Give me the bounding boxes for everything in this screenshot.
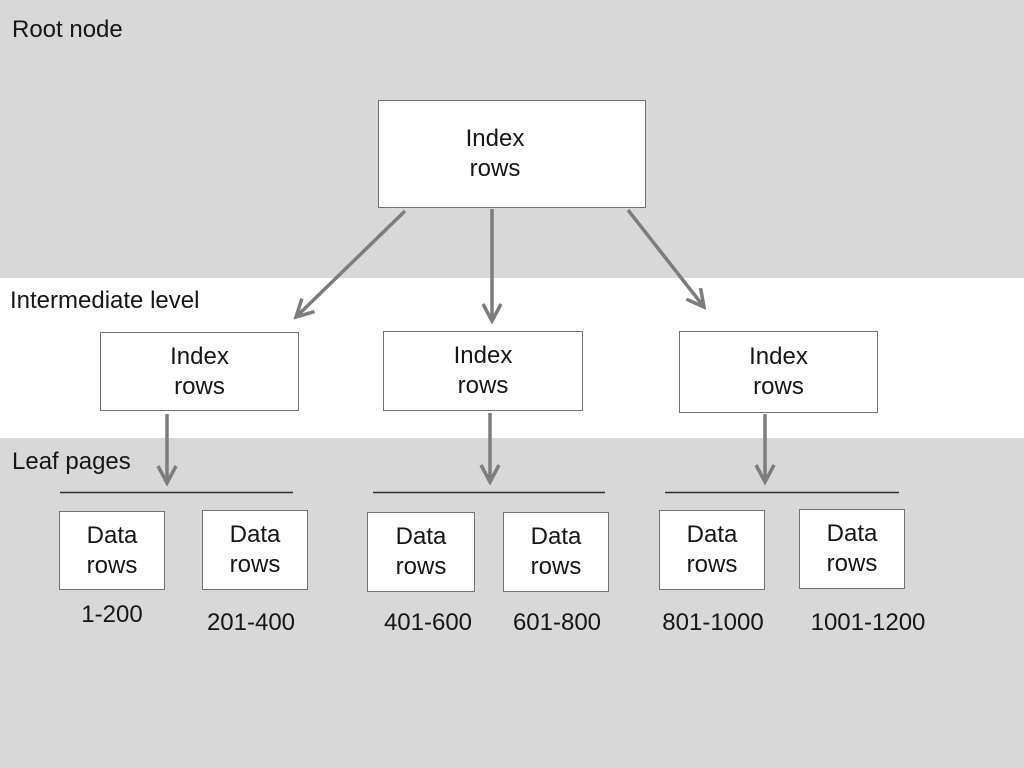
leaf-range-label-4: 601-800 — [512, 609, 602, 636]
leaf-range-label-5: 801-1000 — [662, 609, 764, 636]
leaf-level-label: Leaf pages — [12, 448, 131, 475]
intermediate-node-2-text: Index rows — [453, 342, 513, 399]
leaf-node-box-3: Data rows — [367, 512, 475, 592]
leaf-range-label-6: 1001-1200 — [810, 609, 926, 636]
root-node-text: Index rows — [465, 125, 525, 182]
leaf-node-box-2: Data rows — [202, 510, 308, 590]
root-node-box: Index rows — [378, 100, 646, 208]
leaf-node-2-text: Data rows — [229, 521, 281, 578]
leaf-range-label-3: 401-600 — [383, 609, 473, 636]
leaf-range-label-2: 201-400 — [206, 609, 296, 636]
intermediate-level-label: Intermediate level — [10, 287, 200, 314]
leaf-node-box-5: Data rows — [659, 510, 765, 590]
leaf-node-box-6: Data rows — [799, 509, 905, 589]
leaf-range-label-1: 1-200 — [81, 601, 143, 628]
leaf-node-box-4: Data rows — [503, 512, 609, 592]
leaf-node-1-text: Data rows — [86, 521, 138, 579]
intermediate-node-1-text: Index rows — [170, 342, 229, 400]
root-level-label: Root node — [12, 16, 123, 43]
intermediate-node-box-3: Index rows — [679, 331, 878, 413]
intermediate-node-3-text: Index rows — [749, 343, 808, 400]
leaf-node-4-text: Data rows — [530, 523, 582, 580]
leaf-node-5-text: Data rows — [686, 521, 738, 578]
leaf-node-3-text: Data rows — [395, 523, 447, 580]
leaf-node-box-1: Data rows — [59, 511, 165, 590]
leaf-node-6-text: Data rows — [826, 520, 878, 577]
intermediate-node-box-2: Index rows — [383, 331, 583, 411]
intermediate-node-box-1: Index rows — [100, 332, 299, 411]
